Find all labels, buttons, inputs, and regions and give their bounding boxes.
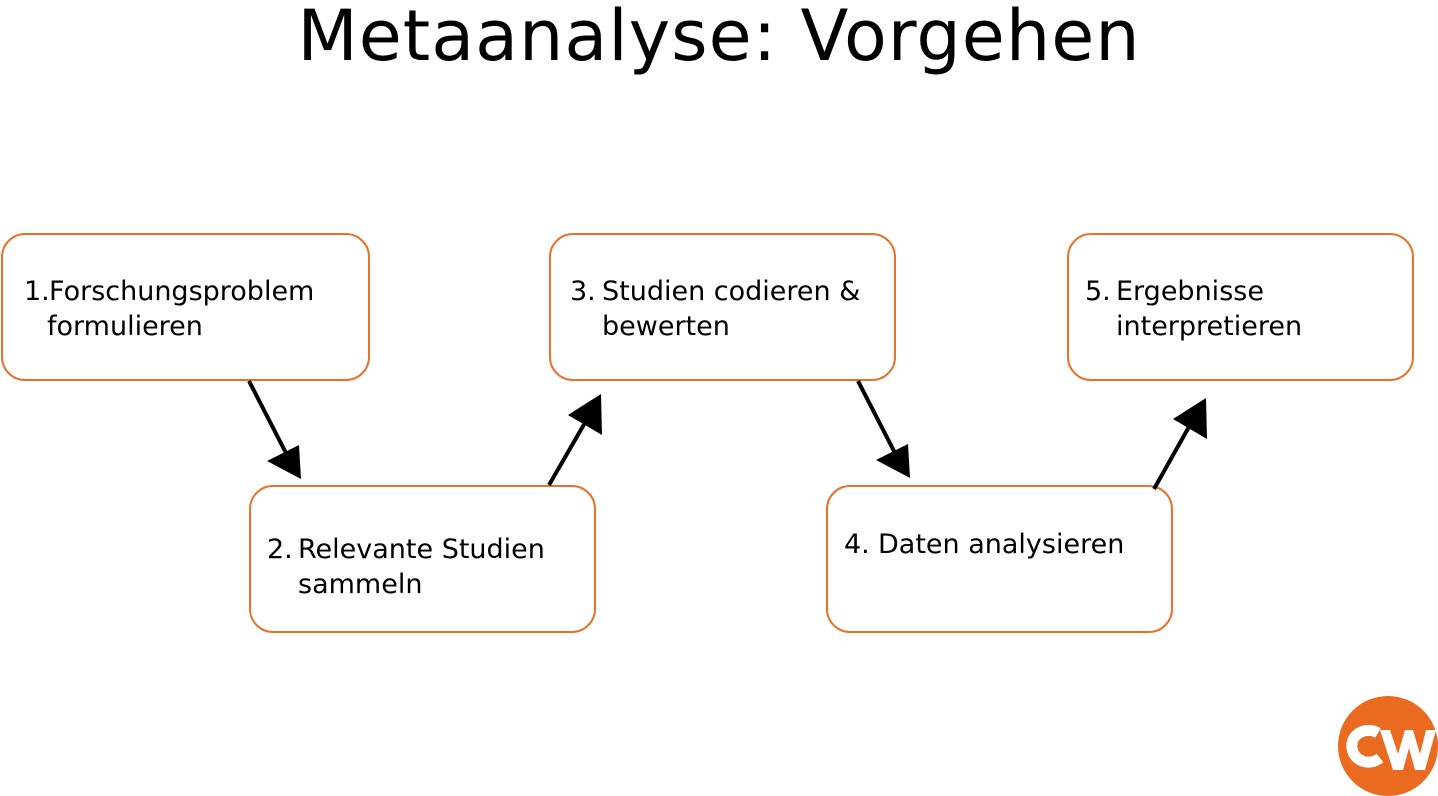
step-text-5: 5. Ergebnisse interpretieren <box>1085 274 1302 344</box>
page-title: Metaanalyse: Vorgehen <box>297 0 1141 77</box>
arrow-4-to-5-head <box>1173 398 1207 439</box>
step-label-2-line-1: Relevante Studien <box>298 534 545 565</box>
arrow-2-to-3-shaft <box>547 419 588 487</box>
step-text-2: 2. Relevante Studien sammeln <box>267 532 545 602</box>
arrow-3-to-4-shaft <box>856 380 897 454</box>
step-number-5: 5. <box>1085 276 1111 307</box>
step-box-5 <box>1067 233 1414 381</box>
step-label-5-line-1: Ergebnisse <box>1116 276 1264 307</box>
arrow-4-to-5-shaft <box>1152 424 1192 490</box>
step-box-2 <box>249 485 596 633</box>
step-number-3: 3. <box>570 276 596 307</box>
step-label-3-line-1: Studien codieren & <box>602 276 861 307</box>
step-label-4-line-1: Daten analysieren <box>878 529 1125 560</box>
step-label-2-line-2: sammeln <box>298 569 423 600</box>
step-text-3: 3. Studien codieren & bewerten <box>570 274 860 344</box>
arrow-3-to-4-head <box>876 444 910 478</box>
step-label-1-line-2: formulieren <box>47 311 203 342</box>
gw-logo-mark <box>1346 724 1436 770</box>
step-label-3-line-2: bewerten <box>602 311 730 342</box>
step-text-4: 4. Daten analysieren <box>844 527 1124 562</box>
arrow-2-to-3-head <box>568 394 602 435</box>
step-number-1: 1. <box>24 276 50 307</box>
step-number-4: 4. <box>844 529 870 560</box>
step-box-4 <box>826 485 1173 633</box>
step-number-2: 2. <box>267 534 293 565</box>
step-text-1: 1. Forschungsproblem formulieren <box>24 274 314 344</box>
step-label-1-line-1: Forschungsproblem <box>49 276 315 307</box>
arrow-1-to-2-shaft <box>247 380 289 456</box>
step-box-1 <box>1 233 370 381</box>
step-box-3 <box>549 233 896 381</box>
gw-logo <box>1338 696 1438 796</box>
arrow-1-to-2-head <box>267 445 301 479</box>
step-label-5-line-2: interpretieren <box>1116 311 1303 342</box>
